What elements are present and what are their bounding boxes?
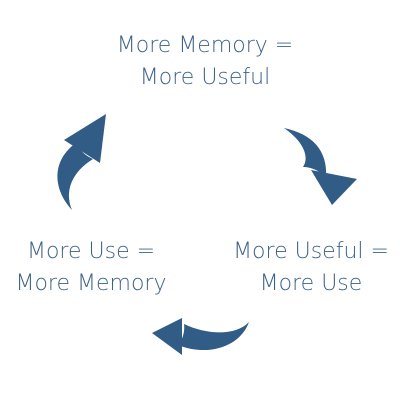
node-left-line-1: More Use = [26, 239, 156, 264]
cycle-node-more-memory: More Memory = More Useful [105, 30, 305, 94]
arrow-right-to-left-icon [152, 318, 249, 355]
node-right-line-2: More Use [259, 271, 363, 296]
arrow-left-to-top-icon [57, 114, 106, 210]
node-top-line-1: More Memory = [116, 33, 294, 58]
node-top-line-2: More Useful [139, 65, 271, 90]
node-left-line-2: More Memory [15, 271, 167, 296]
cycle-node-more-useful: More Useful = More Use [225, 236, 397, 300]
node-right-line-1: More Useful = [233, 239, 389, 264]
arrow-top-to-right-icon [284, 128, 357, 205]
cycle-node-more-use: More Use = More Memory [2, 236, 180, 300]
